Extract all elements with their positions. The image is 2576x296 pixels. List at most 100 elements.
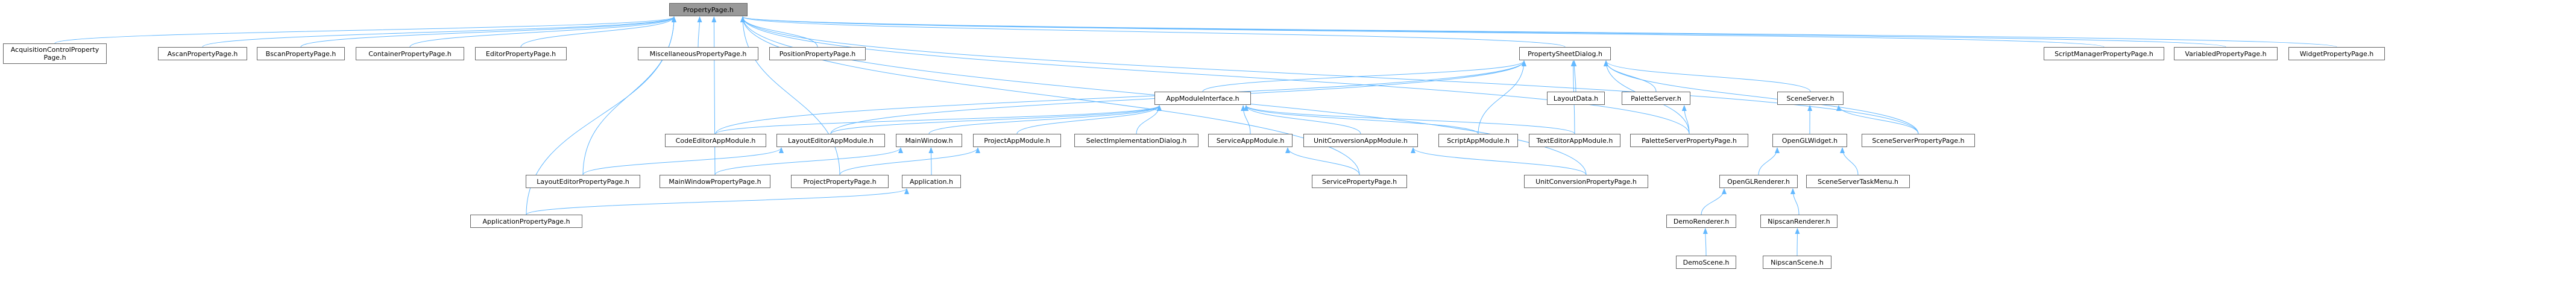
node-scenetaskmenu[interactable]: SceneServerTaskMenu.h (1806, 175, 1910, 188)
node-applicationpp[interactable]: ApplicationPropertyPage.h (470, 215, 582, 228)
node-label: ServiceAppModule.h (1216, 136, 1285, 145)
edge-layouteditorapp-to-ami (830, 105, 1162, 134)
node-demoscene[interactable]: DemoScene.h (1676, 256, 1736, 269)
node-projectpp[interactable]: ProjectPropertyPage.h (791, 175, 889, 188)
node-label: TextEditorAppModule.h (1536, 136, 1613, 145)
node-variabled[interactable]: VariabledPropertyPage.h (2174, 47, 2278, 60)
node-label: AppModuleInterface.h (1166, 94, 1239, 102)
edge-projectpp-to-projectapp (839, 147, 980, 175)
edge-mainwindowpp-to-root (711, 16, 717, 175)
edge-sceneserverpp-to-sceneserver (1836, 105, 1919, 134)
node-label: AscanPropertyPage.h (167, 49, 238, 58)
edge-texteditorapp-to-ami (1244, 105, 1575, 134)
edge-bscan-to-root (300, 16, 676, 48)
node-label: OpenGLWidget.h (1781, 136, 1838, 145)
edge-paletteserverpp-to-root (740, 16, 1690, 134)
edge-scriptapp-to-ami (1244, 105, 1479, 134)
node-selectimpl[interactable]: SelectImplementationDialog.h (1074, 134, 1198, 147)
node-texteditorapp[interactable]: TextEditorAppModule.h (1529, 134, 1620, 147)
edge-unitconvapp-to-ami (1244, 105, 1361, 134)
edge-sceneserverpp-to-root (740, 16, 1919, 134)
node-label: DemoScene.h (1683, 258, 1730, 266)
node-mainwindowpp[interactable]: MainWindowPropertyPage.h (660, 175, 770, 188)
node-codeeditor[interactable]: CodeEditorAppModule.h (665, 134, 766, 147)
edge-mainwindowpp-to-mainwindow (714, 147, 903, 175)
node-opengl[interactable]: OpenGLWidget.h (1772, 134, 1847, 147)
edge-codeeditor-to-ami (715, 105, 1162, 134)
edge-openglrenderer-to-opengl (1758, 147, 1780, 175)
node-layouteditorapp[interactable]: LayoutEditorAppModule.h (776, 134, 885, 147)
node-ascan[interactable]: AscanPropertyPage.h (158, 47, 247, 60)
node-acq[interactable]: AcquisitionControlProperty Page.h (3, 43, 107, 64)
node-label: VariabledPropertyPage.h (2185, 49, 2267, 58)
node-editor[interactable]: EditorPropertyPage.h (475, 47, 567, 60)
node-widget[interactable]: WidgetPropertyPage.h (2288, 47, 2385, 60)
node-ami[interactable]: AppModuleInterface.h (1154, 92, 1251, 105)
node-sceneserver[interactable]: SceneServer.h (1777, 92, 1844, 105)
node-nipscanscene[interactable]: NipscanScene.h (1763, 256, 1831, 269)
node-label: MainWindow.h (905, 136, 953, 145)
node-container[interactable]: ContainerPropertyPage.h (356, 47, 464, 60)
node-label: PositionPropertyPage.h (779, 49, 856, 58)
node-scriptmgr[interactable]: ScriptManagerPropertyPage.h (2044, 47, 2164, 60)
node-paletteserverpp[interactable]: PaletteServerPropertyPage.h (1630, 134, 1748, 147)
edge-psd-to-root (740, 16, 1566, 48)
node-label: SceneServer.h (1786, 94, 1834, 102)
node-label: ScriptManagerPropertyPage.h (2055, 49, 2153, 58)
node-label: LayoutData.h (1553, 94, 1599, 102)
node-layouteditorpp[interactable]: LayoutEditorPropertyPage.h (526, 175, 640, 188)
node-label: BscanPropertyPage.h (265, 49, 336, 58)
edge-selectimpl-to-ami (1136, 105, 1162, 134)
node-application[interactable]: Application.h (902, 175, 961, 188)
edge-misc-to-root (697, 16, 702, 48)
edge-widget-to-root (740, 16, 2337, 48)
node-layoutdata[interactable]: LayoutData.h (1547, 92, 1605, 105)
node-label: UnitConversionAppModule.h (1313, 136, 1408, 145)
edge-layouteditorpp-to-layouteditorapp (582, 147, 784, 175)
node-misc[interactable]: MiscellaneousPropertyPage.h (638, 47, 758, 60)
node-openglrenderer[interactable]: OpenGLRenderer.h (1719, 175, 1798, 188)
node-label: PaletteServerPropertyPage.h (1642, 136, 1737, 145)
edge-servicepp-to-serviceapp (1285, 147, 1360, 175)
node-nipscanrenderer[interactable]: NipscanRenderer.h (1760, 215, 1838, 228)
edge-mainwindow-to-ami (928, 105, 1162, 134)
node-label: OpenGLRenderer.h (1727, 177, 1790, 186)
node-label: ProjectAppModule.h (984, 136, 1050, 145)
edge-acq-to-root (54, 16, 676, 44)
node-sceneserverpp[interactable]: SceneServerPropertyPage.h (1862, 134, 1975, 147)
edge-codeeditor-to-psd (715, 60, 1526, 134)
edge-ami-to-psd (1202, 60, 1526, 92)
node-label: MainWindowPropertyPage.h (669, 177, 761, 186)
node-label: MiscellaneousPropertyPage.h (649, 49, 747, 58)
node-label: WidgetPropertyPage.h (2299, 49, 2374, 58)
node-psd[interactable]: PropertySheetDialog.h (1519, 47, 1611, 60)
edge-scriptapp-to-psd (1478, 60, 1526, 134)
node-label: UnitConversionPropertyPage.h (1535, 177, 1637, 186)
edge-demoscene-to-demorenderer (1702, 228, 1708, 256)
node-position[interactable]: PositionPropertyPage.h (769, 47, 866, 60)
edge-container-to-root (409, 16, 676, 48)
node-label: ContainerPropertyPage.h (368, 49, 452, 58)
root-node-root: PropertyPage.h (669, 3, 748, 16)
edge-unitconvpp-to-unitconvapp (1411, 147, 1587, 175)
node-scriptapp[interactable]: ScriptAppModule.h (1438, 134, 1518, 147)
node-unitconvapp[interactable]: UnitConversionAppModule.h (1303, 134, 1418, 147)
edge-scenetaskmenu-to-opengl (1840, 147, 1859, 175)
edge-paletteserverpp-to-paletteserver (1681, 105, 1690, 134)
node-label: PaletteServer.h (1631, 94, 1681, 102)
node-unitconvpp[interactable]: UnitConversionPropertyPage.h (1524, 175, 1648, 188)
node-label: NipscanRenderer.h (1768, 217, 1830, 225)
edge-demorenderer-to-openglrenderer (1701, 188, 1727, 215)
node-mainwindow[interactable]: MainWindow.h (896, 134, 962, 147)
node-demorenderer[interactable]: DemoRenderer.h (1666, 215, 1736, 228)
node-servicepp[interactable]: ServicePropertyPage.h (1312, 175, 1407, 188)
node-label: SceneServerPropertyPage.h (1872, 136, 1965, 145)
node-projectapp[interactable]: ProjectAppModule.h (973, 134, 1061, 147)
node-label: ProjectPropertyPage.h (803, 177, 877, 186)
node-paletteserver[interactable]: PaletteServer.h (1622, 92, 1690, 105)
node-label: LayoutEditorPropertyPage.h (537, 177, 629, 186)
edge-sceneserverpp-to-psd (1604, 60, 1919, 134)
node-bscan[interactable]: BscanPropertyPage.h (257, 47, 345, 60)
node-label: ApplicationPropertyPage.h (482, 217, 570, 225)
node-serviceapp[interactable]: ServiceAppModule.h (1208, 134, 1293, 147)
